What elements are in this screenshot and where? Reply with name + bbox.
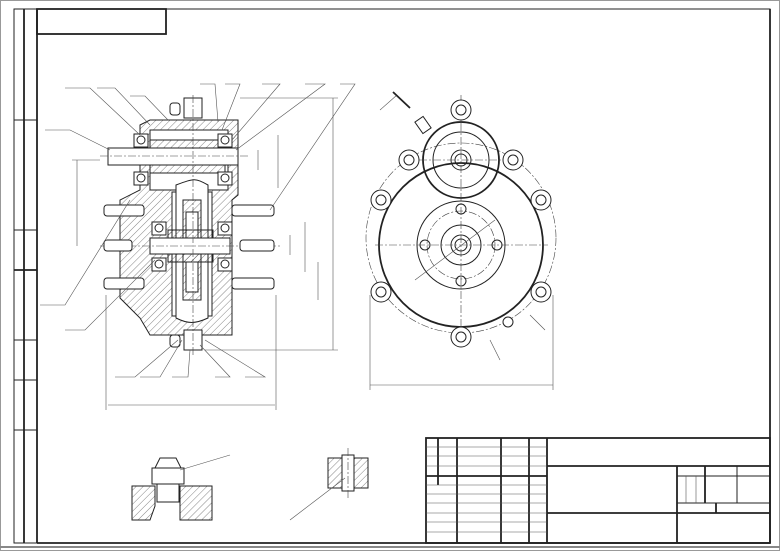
end-view <box>365 91 557 390</box>
detail-key <box>289 448 369 521</box>
leader-lines <box>40 83 356 378</box>
mounting-lugs <box>370 99 552 348</box>
studs <box>103 204 275 290</box>
title-block <box>425 437 771 544</box>
breather-fitting <box>414 115 432 135</box>
bearings <box>133 133 233 272</box>
section-view <box>40 83 356 410</box>
bolts <box>169 95 203 355</box>
output-shaft <box>100 229 280 263</box>
end-view-dimensions <box>369 91 554 390</box>
left-margin-strip <box>14 119 37 431</box>
dimension-lines <box>72 97 338 410</box>
detail-fitting <box>131 454 231 521</box>
top-left-stamp-box <box>36 8 167 35</box>
